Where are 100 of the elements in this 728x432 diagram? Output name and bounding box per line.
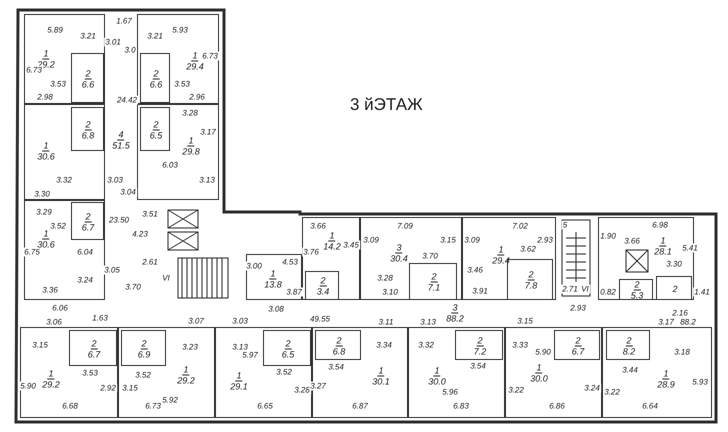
room-number: 1: [187, 136, 194, 146]
dimension-label: 2.92: [99, 384, 117, 392]
dimension-label: 3.15: [516, 316, 534, 326]
dimension-label: 3.34: [375, 340, 393, 350]
bathroom-area: [455, 330, 503, 360]
dimension-label: 7.09: [396, 222, 414, 230]
room-area-value: 6.7: [570, 346, 586, 356]
room-area-value: 8.2: [622, 346, 636, 356]
dimension-label: 3.30: [33, 190, 51, 198]
dimension-label: 3.06: [45, 318, 63, 326]
dimension-label: 3.22: [603, 388, 621, 396]
room-number: 1: [659, 236, 666, 246]
dimension-label: 3.07: [187, 316, 205, 326]
dimension-label: 3.62: [519, 244, 537, 254]
dimension-label: 3.52: [275, 368, 293, 376]
dimension-label: 6.98: [651, 220, 669, 230]
bathroom-area: [140, 53, 170, 103]
dimension-label: 3.13: [419, 318, 437, 326]
dimension-label: 3.09: [463, 236, 481, 244]
room-area-value: 3.4: [316, 286, 330, 296]
room-area-value: 28.9: [656, 380, 676, 390]
room-area-value: 7.1: [426, 282, 442, 292]
room-area-value: 13.8: [263, 280, 283, 290]
dimension-label: 6.06: [51, 304, 69, 312]
room-area-value: 6.8: [332, 346, 346, 356]
bathroom-area: [69, 330, 117, 366]
dimension-label: 3.11: [378, 318, 394, 326]
dimension-label: 3.18: [673, 348, 691, 356]
dimension-label: 2.16: [671, 308, 689, 318]
dimension-label: 3.24: [583, 384, 601, 392]
dimension-label: 3.44: [621, 366, 639, 374]
room-number: 2: [284, 338, 292, 350]
dimension-label: 3.66: [309, 222, 327, 230]
bathroom-area: [71, 202, 104, 240]
dimension-label: 6.87: [351, 402, 369, 410]
dimension-label: 3.03: [231, 316, 249, 326]
room-area-value: 30.0: [427, 376, 447, 386]
dimension-label: 5.90: [19, 382, 37, 390]
dimension-label: 3.53: [49, 80, 67, 88]
room-area-value: 30.6: [37, 240, 56, 250]
room-area-value: 6.5: [148, 130, 164, 140]
dimension-label: 3.29: [35, 208, 53, 216]
room-number: 2: [476, 336, 484, 346]
dimension-label: 3.54: [327, 362, 345, 372]
dimension-label: 5.93: [171, 26, 189, 34]
room-number: 1: [269, 268, 276, 280]
room-area-value: 88.2: [445, 314, 465, 324]
dimension-label: 3.01: [104, 38, 122, 46]
bathroom-area: [121, 330, 166, 366]
bathroom-area: [263, 330, 311, 366]
room-area-value: 29.4: [491, 256, 511, 266]
room-number: 1: [182, 364, 190, 376]
room-number: 1: [235, 370, 242, 382]
dimension-label: 24.42: [116, 96, 138, 104]
room-area-value: 51.5: [111, 140, 131, 150]
room-area-value: 14.2: [322, 242, 342, 252]
room-area-value: 7.2: [472, 346, 488, 356]
dimension-label: 5: [562, 220, 568, 230]
room-number: 1: [42, 48, 50, 60]
room-number: 1: [42, 140, 50, 152]
dimension-label: 6.64: [641, 402, 659, 410]
dimension-label: 5.92: [161, 396, 179, 404]
room-number: 2: [320, 276, 326, 286]
bathroom-area: [619, 279, 653, 300]
dimension-label: 6.68: [61, 402, 79, 410]
dimension-label: 3.0: [123, 46, 137, 54]
bathroom-area: [140, 107, 170, 151]
room-area-value: 29.8: [181, 146, 201, 156]
dimension-label: 6.75: [23, 248, 41, 256]
dimension-label: 3.32: [55, 176, 73, 184]
dimension-label: 3.17: [657, 318, 675, 326]
dimension-label: 2.61: [141, 258, 159, 266]
dimension-label: 7.02: [511, 222, 529, 230]
room-area-value: 29.1: [229, 382, 249, 392]
dimension-label: 1.90: [599, 232, 617, 240]
dimension-label: 5.93: [691, 378, 709, 386]
dimension-label: 5.96: [441, 388, 459, 396]
dimension-label: 1.41: [693, 288, 711, 296]
dimension-label: 2.96: [188, 92, 206, 102]
room-area-value: 7.8: [524, 280, 538, 290]
dimension-label: 3.13: [231, 342, 249, 352]
room-area-value: 28.1: [653, 246, 673, 256]
room-number: 3: [395, 242, 402, 254]
room-area-value: 6.8: [80, 130, 96, 140]
dimension-label: 3.52: [134, 370, 152, 380]
room-area-value: 29.4: [185, 62, 205, 72]
bathroom-area: [71, 53, 104, 103]
room-number: 1: [535, 362, 542, 374]
room-number: 2: [430, 272, 438, 282]
dimension-label: 3.76: [302, 248, 320, 256]
room-number: 2: [528, 270, 534, 280]
room-number: 2: [84, 120, 92, 130]
dimension-label: 3.27: [309, 382, 327, 390]
dimension-label: 0.82: [599, 288, 617, 296]
room-number: 1: [497, 244, 504, 256]
dimension-label: 23.50: [108, 216, 130, 224]
dimension-label: 3.46: [466, 266, 484, 274]
dimension-label: 2.93: [536, 236, 554, 244]
dimension-label: 3.15: [121, 384, 139, 392]
dimension-label: 3.09: [362, 236, 380, 244]
